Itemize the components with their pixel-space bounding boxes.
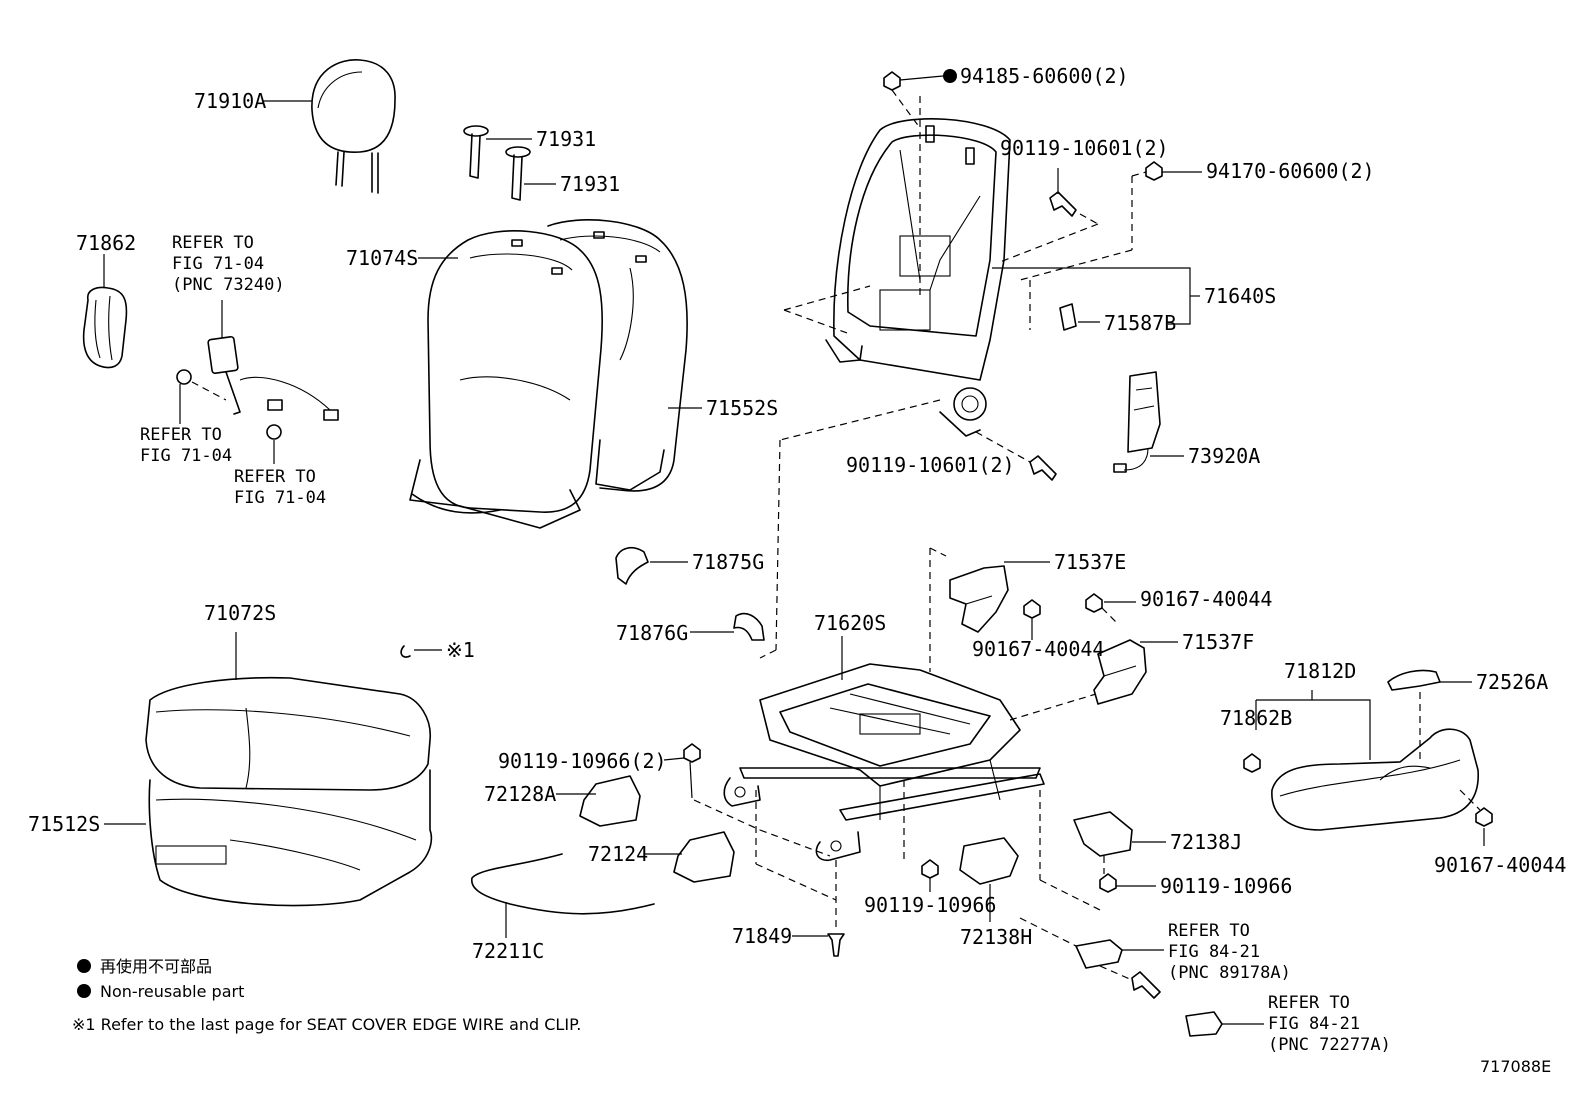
- side-airbag-drawing: [1113, 371, 1161, 473]
- label-94185-60600: 94185-60600(2): [960, 64, 1129, 88]
- label-94170-60600: 94170-60600(2): [1206, 159, 1375, 183]
- diagram-id: 717088E: [1480, 1057, 1551, 1076]
- cover-72124-drawing: [673, 831, 735, 883]
- ref-fig-84-21-pnc-89178a-line2: FIG 84-21: [1168, 942, 1260, 962]
- label-71587B: 71587B: [1104, 311, 1176, 335]
- label-71849: 71849: [732, 924, 792, 948]
- shield-71537F-drawing: [1093, 639, 1147, 705]
- ref-fig-71-04-a-line2: FIG 71-04: [140, 446, 232, 466]
- label-90119-10966-right: 90119-10966: [1160, 874, 1292, 898]
- headrest-drawing: [311, 59, 396, 194]
- seat-cushion-cover-drawing: [145, 676, 433, 907]
- clip-71849-drawing: [827, 933, 845, 957]
- label-71862: 71862: [76, 231, 136, 255]
- edge-wire-72211C-drawing: [471, 853, 655, 915]
- label-90167-40044-c: 90167-40044: [1434, 853, 1566, 877]
- cover-71875G-drawing: [615, 546, 649, 585]
- ref-fig-71-04-b-line1: REFER TO: [234, 467, 316, 487]
- cover-71876G-drawing: [733, 612, 765, 641]
- label-71552S: 71552S: [706, 396, 778, 420]
- ref-fig-84-21-pnc-72277a-line2: FIG 84-21: [1268, 1014, 1360, 1034]
- label-71074S: 71074S: [346, 246, 418, 270]
- label-71640S: 71640S: [1204, 284, 1276, 308]
- non-reusable-marker-94185: [943, 69, 957, 83]
- ref-fig-84-21-pnc-72277a-line3: (PNC 72277A): [1268, 1035, 1391, 1055]
- label-90119-10966-mid: 90119-10966: [864, 893, 996, 917]
- bolt-90119-10601-lower-drawing: [1029, 455, 1057, 481]
- label-72124: 72124: [588, 842, 648, 866]
- harness-clamp-drawing: [1185, 1011, 1223, 1037]
- part-71587B-drawing: [1059, 303, 1077, 331]
- ref-fig-84-21-pnc-89178a-line3: (PNC 89178A): [1168, 963, 1291, 983]
- label-90119-10601-lower: 90119-10601(2): [846, 453, 1015, 477]
- cover-72128A-drawing: [579, 775, 641, 827]
- ref-fig-84-21-pnc-72277a-line1: REFER TO: [1268, 993, 1350, 1013]
- ref-fig-71-04-a-line1: REFER TO: [140, 425, 222, 445]
- bolt-90167-40044-b-drawing: [1085, 593, 1103, 613]
- bolt-90119-10601-upper-drawing: [1049, 191, 1077, 217]
- nut-94170-drawing: [1145, 161, 1163, 181]
- label-72138J: 72138J: [1170, 830, 1242, 854]
- legend-seat-cover-note: ※1 Refer to the last page for SEAT COVER…: [72, 1015, 581, 1034]
- ref-fig-71-04-b-line2: FIG 71-04: [234, 488, 326, 508]
- nut-94185-drawing: [883, 71, 901, 91]
- label-71537F: 71537F: [1182, 630, 1254, 654]
- label-72526A: 72526A: [1476, 670, 1548, 694]
- label-72138H: 72138H: [960, 925, 1032, 949]
- clip-71862B-drawing: [1243, 753, 1261, 773]
- ref-fig-71-04-pnc-73240-line3: (PNC 73240): [172, 275, 285, 295]
- bolt-90119-10966-right-drawing: [1099, 873, 1117, 893]
- label-72128A: 72128A: [484, 782, 556, 806]
- legend-bullet-jp: [77, 959, 91, 973]
- label-71072S: 71072S: [204, 601, 276, 625]
- seat-cushion-frame-drawing: [723, 663, 1045, 862]
- cover-71862-drawing: [82, 286, 128, 369]
- belt-buckle-drawing: [176, 335, 339, 440]
- label-90167-40044-a: 90167-40044: [972, 637, 1104, 661]
- headrest-guide-drawing: [463, 125, 531, 201]
- cover-72138H-drawing: [959, 837, 1019, 885]
- label-71876G: 71876G: [616, 621, 688, 645]
- label-72211C: 72211C: [472, 939, 544, 963]
- clip-note-marker: ※1: [446, 638, 475, 662]
- connector-drawing: [1075, 939, 1161, 999]
- bolt-90167-40044-c-drawing: [1475, 807, 1493, 827]
- label-90167-40044-b: 90167-40044: [1140, 587, 1272, 611]
- label-71620S: 71620S: [814, 611, 886, 635]
- clip-icon: [400, 645, 411, 658]
- seatback-frame-drawing: [825, 118, 1011, 437]
- label-71910A: 71910A: [194, 89, 266, 113]
- legend-non-reusable-jp: 再使用不可部品: [100, 957, 212, 976]
- cover-72138J-drawing: [1073, 811, 1133, 857]
- side-trim-drawing: [1271, 669, 1479, 831]
- label-71812D: 71812D: [1284, 659, 1356, 683]
- label-90119-10601-upper: 90119-10601(2): [1000, 136, 1169, 160]
- ref-fig-71-04-pnc-73240-line1: REFER TO: [172, 233, 254, 253]
- ref-fig-71-04-pnc-73240-line2: FIG 71-04: [172, 254, 264, 274]
- label-71537E: 71537E: [1054, 550, 1126, 574]
- shield-71537E-drawing: [949, 565, 1009, 633]
- legend-bullet-en: [77, 984, 91, 998]
- legend-non-reusable-en: Non-reusable part: [100, 982, 244, 1001]
- label-90119-10966-2: 90119-10966(2): [498, 749, 667, 773]
- label-71862B: 71862B: [1220, 706, 1292, 730]
- label-71875G: 71875G: [692, 550, 764, 574]
- bolt-90119-10966-2-drawing: [683, 743, 701, 763]
- label-71931-upper: 71931: [536, 127, 596, 151]
- label-73920A: 73920A: [1188, 444, 1260, 468]
- ref-fig-84-21-pnc-89178a-line1: REFER TO: [1168, 921, 1250, 941]
- label-71512S: 71512S: [28, 812, 100, 836]
- label-71931-lower: 71931: [560, 172, 620, 196]
- seatback-cover-drawing: [409, 219, 688, 529]
- bolt-90119-10966-mid-drawing: [921, 859, 939, 879]
- bolt-90167-40044-a-drawing: [1023, 599, 1041, 619]
